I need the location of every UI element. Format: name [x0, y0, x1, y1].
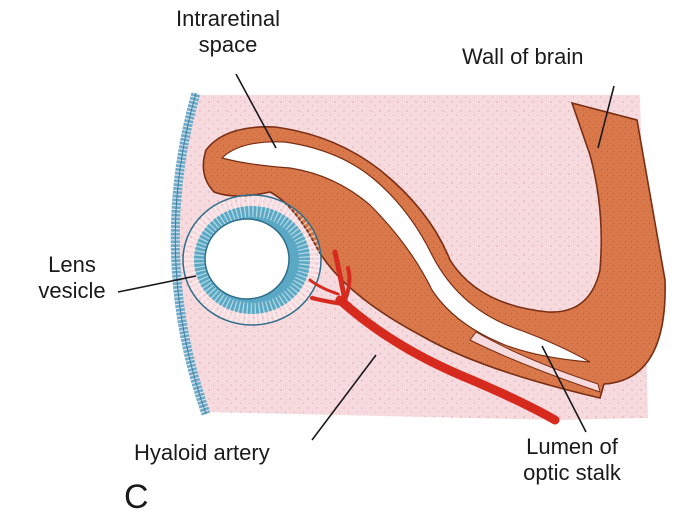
lens-vesicle [183, 195, 321, 325]
label-hyaloid-artery: Hyaloid artery [134, 440, 270, 466]
label-lumen-line1: Lumen of [484, 434, 660, 460]
label-lumen-of-optic-stalk: Lumen of optic stalk [484, 434, 660, 486]
label-intraretinal-space: Intraretinal space [138, 6, 318, 58]
label-lumen-line2: optic stalk [484, 460, 660, 486]
label-lens-vesicle: Lens vesicle [24, 252, 120, 304]
label-wall-of-brain: Wall of brain [462, 44, 583, 70]
label-lens-line1: Lens [24, 252, 120, 278]
label-lens-line2: vesicle [24, 278, 120, 304]
label-intraretinal-line1: Intraretinal [138, 6, 318, 32]
label-intraretinal-line2: space [138, 32, 318, 58]
panel-letter: C [124, 478, 149, 517]
